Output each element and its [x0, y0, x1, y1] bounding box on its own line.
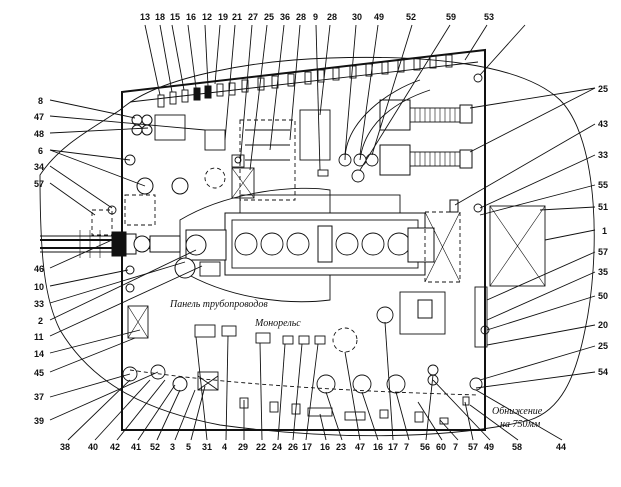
pipework-upper: [317, 79, 431, 183]
callout-left-14: 39: [34, 416, 44, 426]
callout-left-10: 11: [34, 332, 44, 342]
callout-bottom-5: 3: [170, 442, 175, 452]
callout-top-17: 53: [484, 12, 494, 22]
callout-right-3: 55: [598, 180, 608, 190]
callout-left-13: 37: [34, 392, 44, 402]
callout-bottom-11: 24: [272, 442, 282, 452]
callout-top-10: 28: [296, 12, 306, 22]
callout-left-0: 8: [38, 96, 43, 106]
callout-top-1: 18: [155, 12, 165, 22]
callout-bottom-8: 4: [222, 442, 227, 452]
callout-bottom-12: 26: [288, 442, 298, 452]
callout-bottom-23: 57: [468, 442, 478, 452]
bottom-pumps: [122, 364, 483, 425]
callout-bottom-13: 17: [302, 442, 312, 452]
callout-bottom-25: 58: [512, 442, 522, 452]
lowering-caption-line2: на 750мм: [500, 419, 541, 430]
callout-bottom-22: 7: [453, 442, 458, 452]
hull-outline: [39, 56, 595, 437]
callout-left-9: 2: [38, 316, 43, 326]
callout-top-0: 13: [140, 12, 150, 22]
callout-right-11: 54: [598, 367, 608, 377]
callout-bottom-15: 23: [336, 442, 346, 452]
callout-right-1: 43: [598, 119, 608, 129]
callout-right-2: 33: [598, 150, 608, 160]
generator-set-upper: [379, 99, 473, 176]
leader-lines: [49, 24, 596, 441]
callout-right-5: 1: [602, 226, 607, 236]
callout-bottom-17: 16: [373, 442, 383, 452]
main-engine: [185, 212, 435, 276]
callout-top-12: 28: [327, 12, 337, 22]
callout-right-7: 35: [598, 267, 608, 277]
callout-bottom-9: 29: [238, 442, 248, 452]
callout-left-11: 14: [34, 349, 44, 359]
panel-boxes: [194, 324, 358, 353]
callout-left-6: 46: [34, 264, 44, 274]
callout-bottom-16: 47: [355, 442, 365, 452]
callout-bottom-3: 41: [131, 442, 141, 452]
left-equipment: [91, 114, 245, 293]
callout-right-0: 25: [598, 84, 608, 94]
callout-top-11: 9: [313, 12, 318, 22]
callout-top-7: 27: [248, 12, 258, 22]
compartment-bulkhead: [121, 48, 486, 431]
callout-bottom-20: 56: [420, 442, 430, 452]
callout-top-5: 19: [218, 12, 228, 22]
stair-hatch: [231, 167, 255, 199]
monorail-caption: Монорельс: [254, 318, 301, 329]
callout-left-4: 34: [34, 162, 44, 172]
callout-left-8: 33: [34, 299, 44, 309]
callout-left-2: 48: [34, 129, 44, 139]
callout-bottom-14: 16: [320, 442, 330, 452]
pipe-panel-caption: Панель трубопроводов: [169, 299, 268, 310]
callout-right-10: 25: [598, 341, 608, 351]
callout-top-6: 21: [232, 12, 242, 22]
callout-left-3: 6: [38, 146, 43, 156]
bottom-inner-frame: [129, 369, 479, 396]
callout-bottom-6: 5: [186, 442, 191, 452]
callout-bottom-24: 49: [484, 442, 494, 452]
callout-bottom-10: 22: [256, 442, 266, 452]
callout-left-7: 10: [34, 282, 44, 292]
callout-top-16: 59: [446, 12, 456, 22]
callout-right-6: 57: [598, 247, 608, 257]
callout-right-4: 51: [598, 202, 608, 212]
callout-top-15: 52: [406, 12, 416, 22]
callout-left-1: 47: [34, 112, 44, 122]
callout-bottom-2: 42: [110, 442, 120, 452]
lowering-caption-line1: Обнижение: [492, 406, 543, 417]
callout-left-5: 57: [34, 179, 44, 189]
callout-top-2: 15: [170, 12, 180, 22]
callout-bottom-21: 60: [436, 442, 446, 452]
callout-top-9: 36: [280, 12, 290, 22]
lower-left-tank: [127, 305, 149, 339]
callout-bottom-4: 52: [150, 442, 160, 452]
callout-bottom-26: 44: [556, 442, 566, 452]
callout-top-3: 16: [186, 12, 196, 22]
callout-bottom-18: 17: [388, 442, 398, 452]
callout-left-12: 45: [34, 368, 44, 378]
callout-bottom-1: 40: [88, 442, 98, 452]
callout-top-4: 12: [202, 12, 212, 22]
callout-bottom-19: 7: [404, 442, 409, 452]
callout-top-13: 30: [352, 12, 362, 22]
callout-right-9: 20: [598, 320, 608, 330]
callout-bottom-0: 38: [60, 442, 70, 452]
callout-right-8: 50: [598, 291, 608, 301]
top-row-items: [157, 54, 483, 108]
engine-upper-equipment: [239, 109, 401, 214]
right-equipment: [376, 199, 546, 348]
callout-top-8: 25: [264, 12, 274, 22]
propeller-shaft: [40, 230, 181, 258]
callout-bottom-7: 31: [202, 442, 212, 452]
callout-top-14: 49: [374, 12, 384, 22]
